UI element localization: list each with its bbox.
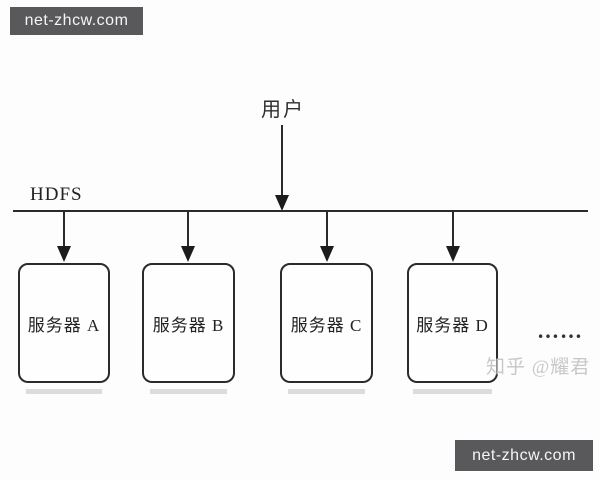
- hdfs-bus-label: HDFS: [30, 184, 83, 205]
- user-arrow-head-icon: [275, 195, 289, 211]
- server-box-b: 服务器 B: [142, 263, 235, 383]
- arrow-head-server-a-icon: [57, 246, 71, 262]
- scan-artifact-bar-a: [26, 389, 102, 394]
- arrow-line-server-a: [63, 212, 65, 248]
- server-label-d: 服务器 D: [416, 315, 489, 335]
- server-label-c: 服务器 C: [290, 315, 363, 335]
- server-box-d: 服务器 D: [407, 263, 498, 383]
- hdfs-bus-line: [13, 210, 588, 212]
- user-node-label: 用户: [261, 99, 305, 121]
- server-box-a: 服务器 A: [18, 263, 110, 383]
- arrow-head-server-d-icon: [446, 246, 460, 262]
- server-label-a: 服务器 A: [27, 315, 101, 335]
- server-label-b: 服务器 B: [152, 315, 225, 335]
- user-arrow-line: [281, 125, 283, 197]
- arrow-head-server-b-icon: [181, 246, 195, 262]
- arrow-line-server-c: [326, 212, 328, 248]
- scan-artifact-bar-d: [413, 389, 492, 394]
- more-servers-ellipsis: ……: [537, 318, 583, 343]
- zhihu-author-watermark: 知乎 @耀君: [486, 357, 591, 378]
- server-box-c: 服务器 C: [280, 263, 373, 383]
- site-watermark-top: net-zhcw.com: [10, 7, 143, 35]
- scan-artifact-bar-b: [150, 389, 227, 394]
- arrow-line-server-b: [187, 212, 189, 248]
- arrow-line-server-d: [452, 212, 454, 248]
- arrow-head-server-c-icon: [320, 246, 334, 262]
- site-watermark-bottom: net-zhcw.com: [455, 440, 593, 471]
- scan-artifact-bar-c: [288, 389, 365, 394]
